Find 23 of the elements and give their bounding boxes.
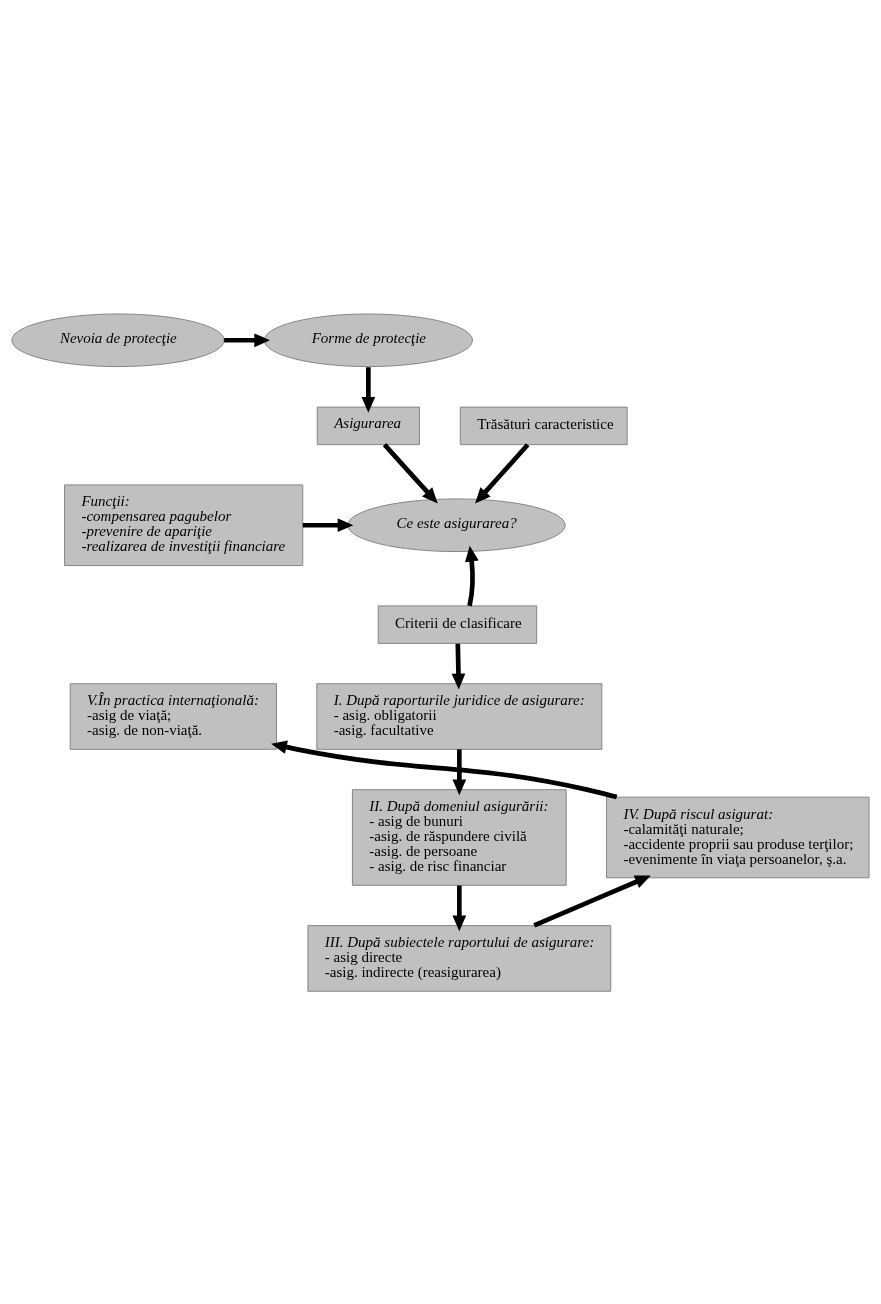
node-ellipse: Ce este asigurarea? <box>347 497 566 552</box>
node-box: II. După domeniul asigurării: - asig de bunuri -asig. de răspundere civilă -asig. de persoane - asig. de risc financiar <box>351 788 567 886</box>
node-box: Funcţii: -compensarea pagubelor -prevenire de apariţie -realizarea de investiţii financiare <box>64 483 304 566</box>
node-box: Trăsături caracteristice <box>459 406 628 445</box>
arrow <box>382 442 438 503</box>
arrow <box>271 739 618 799</box>
node-ellipse: Forme de protecţie <box>263 313 473 367</box>
node-box: IV. După riscul asigurat: -calamităţi naturale; -accidente proprii sau produse terţilor; -evenimente în viaţa persoanelor, ş.a. <box>606 796 870 878</box>
node-box: I. După raporturile juridice de asigurare: - asig. obligatorii -asig. facultative <box>316 682 603 750</box>
arrow <box>452 748 467 795</box>
arrow <box>224 332 270 347</box>
node-box: Asigurarea <box>316 406 420 445</box>
node-box: V.În practica internaţională: -asig de viaţă; -asig. de non-viaţă. <box>69 682 277 750</box>
arrow <box>533 874 651 928</box>
arrow <box>361 366 376 413</box>
node-box: III. După subiectele raportului de asigurare: - asig directe -asig. indirecte (reasigurarea) <box>307 924 612 992</box>
arrow <box>465 545 479 606</box>
arrow <box>475 442 530 504</box>
node-box: Criterii de clasificare <box>377 604 538 644</box>
arrow <box>451 643 466 689</box>
arrow <box>302 517 354 532</box>
arrow <box>452 885 467 931</box>
node-ellipse: Nevoia de protecţie <box>11 313 225 367</box>
